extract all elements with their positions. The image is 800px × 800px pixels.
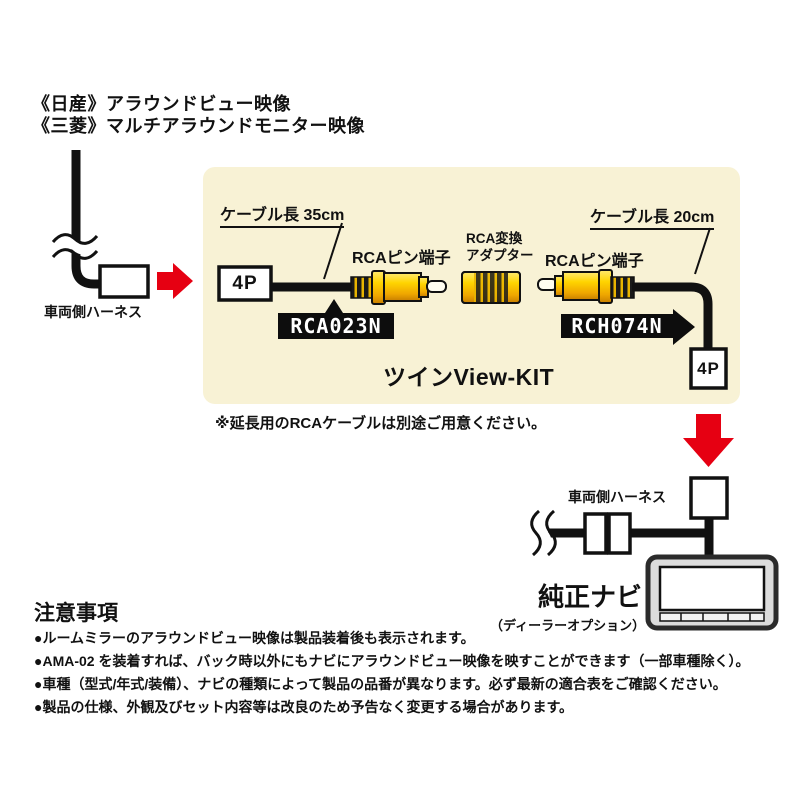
arrow-down-icon bbox=[683, 414, 734, 467]
cable-length-left-label: ケーブル長 35cm bbox=[220, 201, 345, 228]
right-cable-break-mark bbox=[545, 509, 557, 557]
rca-plug-right bbox=[537, 269, 635, 304]
caution-item-3: ●車種（型式/年式/装備）、ナビの種類によって製品の品番が異なります。必ず最新の… bbox=[34, 676, 727, 692]
nav-unit-sublabel: （ディーラーオプション） bbox=[490, 618, 646, 633]
rca-adapter-label-line1: RCA変換 bbox=[466, 231, 523, 246]
caution-item-4: ●製品の仕様、外観及びセット内容等は改良のため予告なく変更する場合があります。 bbox=[34, 699, 574, 715]
kit-4p-label-left: 4P bbox=[232, 272, 258, 294]
part-callout-left bbox=[278, 299, 394, 339]
left-cable-break-gap bbox=[49, 237, 101, 255]
right-cable-break-gap bbox=[534, 507, 552, 559]
pointer-line-35cm bbox=[323, 222, 343, 280]
arrow-right-icon bbox=[157, 263, 193, 299]
left-harness-label: 車両側ハーネス bbox=[44, 304, 142, 320]
kit-4p-connector-left bbox=[217, 265, 273, 302]
cautions-heading: 注意事項 bbox=[34, 602, 118, 625]
kit-4p-label-right: 4P bbox=[697, 358, 720, 378]
part-number-left: RCA023N bbox=[290, 314, 382, 338]
part-callout-right bbox=[561, 309, 695, 345]
right-cable-break-mark bbox=[530, 509, 542, 557]
right-harness-label: 車両側ハーネス bbox=[568, 489, 666, 505]
page-title-line-2: 《三菱》マルチアラウンドモニター映像 bbox=[32, 116, 365, 136]
rca-pin-left-label: RCAピン端子 bbox=[352, 250, 451, 267]
page-title-line-1: 《日産》アラウンドビュー映像 bbox=[32, 94, 291, 114]
left-cable-break-mark bbox=[51, 233, 99, 245]
nav-unit-illustration bbox=[645, 554, 779, 631]
rca-plug-left bbox=[350, 270, 447, 305]
left-harness-connector bbox=[98, 264, 150, 299]
extension-cable-note: ※延長用のRCAケーブルは別途ご用意ください。 bbox=[215, 415, 547, 432]
rca-adapter bbox=[461, 271, 521, 304]
left-harness-cable bbox=[71, 150, 102, 289]
nav-unit-label: 純正ナビ bbox=[537, 582, 642, 612]
right-harness-connector-a bbox=[583, 512, 608, 555]
caution-item-1: ●ルームミラーのアラウンドビュー映像は製品装着後も表示されます。 bbox=[34, 630, 475, 646]
kit-4p-connector-right bbox=[689, 347, 728, 390]
cable-length-right-label: ケーブル長 20cm bbox=[590, 203, 715, 230]
left-cable-break-mark bbox=[51, 248, 99, 260]
caution-item-2: ●AMA-02 を装着すれば、バック時以外にもナビにアラウンドビュー映像を映すこ… bbox=[34, 653, 750, 669]
cautions-list: ●ルームミラーのアラウンドビュー映像は製品装着後も表示されます。 ●AMA-02… bbox=[34, 627, 749, 719]
kit-cable-right bbox=[632, 282, 713, 350]
rca-adapter-label-line2: アダプター bbox=[466, 248, 534, 263]
part-number-right: RCH074N bbox=[571, 314, 663, 338]
rca-pin-right-label: RCAピン端子 bbox=[545, 253, 644, 270]
lower-connector bbox=[689, 476, 729, 520]
kit-name-label: ツインView-KIT bbox=[383, 364, 555, 390]
right-harness-connector-b bbox=[607, 512, 632, 555]
nav-unit-caption: 純正ナビ （ディーラーオプション） bbox=[490, 577, 646, 634]
pointer-line-20cm bbox=[694, 227, 711, 275]
